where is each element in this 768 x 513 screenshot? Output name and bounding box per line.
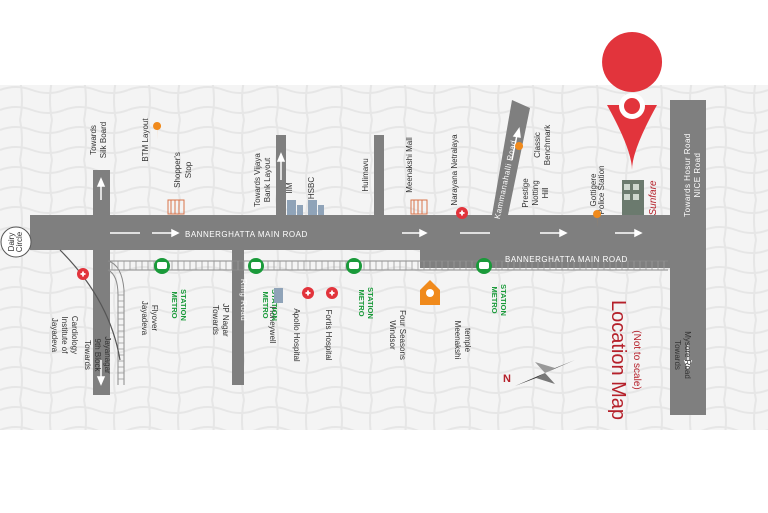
jayadeva-label-3: Cardiology (70, 316, 79, 354)
prestige-label-3: Hill (541, 187, 550, 198)
shoppers-stop-label-1: Shopper's (173, 152, 182, 188)
metro-label-1b: STATION (179, 289, 188, 321)
jayadeva-road (93, 170, 110, 395)
jayadeva-flyover-curve (59, 249, 121, 361)
metro-station-4: METRO STATION (476, 258, 508, 316)
map-title: Location Map (607, 300, 629, 420)
place-marker-icon (593, 210, 602, 228)
metro-label-4a: METRO (490, 286, 499, 313)
hulimavu-label: Hulimavu (361, 158, 370, 191)
metro-station-2: METRO STATION (248, 258, 279, 321)
metro-label-1a: METRO (170, 291, 179, 318)
metro-label-3a: METRO (357, 289, 366, 316)
metro-station-1: METRO STATION (154, 258, 188, 321)
flyover-label-2: Flyover (150, 305, 159, 332)
jayanagar-label-2: 9th Block (93, 339, 102, 373)
metro-label-2b: STATION (270, 289, 279, 321)
map-subtitle: (Not to scale) (631, 330, 642, 389)
honeywell-label: Honeywell (268, 307, 277, 344)
metro-label-4b: STATION (499, 284, 508, 316)
brand-label: Sunfare (648, 180, 659, 215)
windsor-label-1: Windsor (388, 320, 397, 350)
meenakshi-temple-label-1: Meenakshi (453, 321, 462, 360)
narayana-label: Narayana Netralaya (450, 134, 459, 206)
jp-nagar-label-2: JP Nagar (221, 303, 230, 337)
office-building-icon (274, 200, 324, 303)
prestige-label-2: Notting (531, 180, 540, 205)
dairy-circle-label-2: Circle (15, 231, 24, 252)
apollo-label: Apollo Hospital (292, 308, 301, 362)
main-road-label-top: BANNERGHATTA MAIN ROAD (185, 230, 308, 239)
gottigere-label-2: Police Station (597, 166, 606, 215)
metro-track-ties (111, 261, 665, 380)
jayanagar-label-1: Towards (83, 340, 92, 370)
prestige-label-1: Prestige (521, 178, 530, 208)
place-marker-icon (153, 122, 162, 140)
jayadeva-label-2: Institute of (60, 317, 69, 355)
classic-benchmark-label-2: Benchmark (543, 124, 552, 165)
metro-label-2a: METRO (261, 291, 270, 318)
hospital-cross-icon (302, 287, 314, 299)
compass-icon (515, 360, 575, 386)
classic-benchmark-label-1: Classic (533, 132, 542, 158)
location-pin-icon (602, 32, 663, 170)
main-road-label-right: BANNERGHATTA MAIN ROAD (505, 255, 628, 264)
mysore-road-label-1: Towards (673, 340, 682, 370)
ring-road-label: Ring Road (239, 279, 248, 321)
windsor-label-2: Four Seasons (398, 310, 407, 360)
btm-layout-label: BTM Layout (141, 118, 150, 162)
dairy-circle: Dairy Circle (0, 226, 32, 258)
metro-station-3: METRO STATION (346, 258, 375, 319)
jayanagar-label-3: Jayanagar (103, 336, 112, 374)
shoppers-stop-label-2: Stop (184, 161, 193, 178)
project-building (622, 180, 644, 215)
meenakshi-mall-building-icon (410, 199, 428, 215)
place-marker-icon (515, 142, 524, 160)
north-label: N (503, 373, 511, 385)
hulimavu-road (374, 135, 384, 215)
flyover-label-1: Jayadeva (140, 301, 149, 336)
meenakshi-mall-label: Meenakshi Mall (405, 137, 414, 193)
road-arrows (96, 127, 693, 386)
dairy-circle-label-1: Dairy (7, 233, 16, 252)
nice-road-label-1: Towards Hosur Road (683, 133, 692, 217)
nice-road-label-2: NICE Road (693, 153, 702, 198)
metro-label-3b: STATION (366, 287, 375, 319)
hospital-cross-icon (77, 268, 89, 280)
temple-icon (420, 280, 440, 305)
kammanahalli-road (492, 100, 530, 215)
hsbc-label: HSBC (307, 177, 316, 199)
jayadeva-label-1: Jayadeva (50, 318, 59, 353)
fortis-label: Fortis Hospital (324, 309, 333, 360)
silk-board-label-2: Silk Board (99, 122, 108, 158)
hospital-cross-icon (456, 207, 468, 219)
bannerghatta-main-road (30, 215, 670, 250)
meenakshi-temple-label-2: temple (463, 328, 472, 353)
hospital-cross-icon (326, 287, 338, 299)
ring-road (232, 250, 244, 385)
iim-label: IIM (285, 182, 294, 193)
shoppers-stop-building-icon (167, 199, 185, 215)
vijaya-bank-label-1: Towards Vijaya (253, 153, 262, 207)
silk-board-label-1: Towards (89, 125, 98, 155)
vijaya-bank-label-2: Bank Layout (263, 157, 272, 202)
mysore-road-label-2: Mysore Road (683, 331, 692, 379)
jp-nagar-label-1: Towards (211, 305, 220, 335)
gottigere-label-1: Gottigere (589, 173, 598, 206)
